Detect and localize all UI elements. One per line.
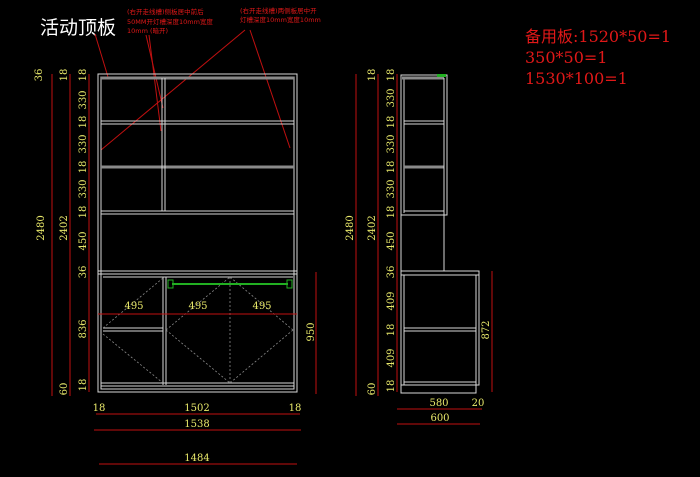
front-dimension-lines <box>51 74 317 465</box>
hanging-rod <box>167 279 293 289</box>
total-width: 1538 <box>184 419 209 430</box>
front-section-dim: 36 <box>78 266 89 279</box>
side-section-dim: 450 <box>386 231 397 250</box>
front-section-dim: 18 <box>78 379 89 392</box>
front-section-dim: 836 <box>78 319 89 338</box>
side-section-dim: 409 <box>386 348 397 367</box>
side-section-dim: 409 <box>386 291 397 310</box>
side-section-dim: 18 <box>386 161 397 174</box>
note-1-line-1: (右开走线槽)侧板居中前后 <box>127 7 204 16</box>
compartment-width: 495 <box>124 301 143 312</box>
front-lower-height: 950 <box>306 322 317 341</box>
front-dim-top: 18 <box>59 69 70 82</box>
top-board-width: 1484 <box>184 453 209 464</box>
side-height-2480: 2480 <box>345 215 356 240</box>
side-height-2402: 2402 <box>367 215 378 240</box>
compartment-width: 495 <box>252 301 271 312</box>
side-panel-width: 18 <box>93 403 106 414</box>
side-depth: 580 <box>429 398 448 409</box>
side-base-dim: 60 <box>367 383 378 396</box>
side-total-depth: 600 <box>430 413 449 424</box>
title-label: 活动顶板 <box>40 17 116 39</box>
side-section-dim: 36 <box>386 266 397 279</box>
side-section-dim: 18 <box>386 69 397 82</box>
inner-width: 1502 <box>184 403 209 414</box>
front-view-cabinet <box>97 73 298 393</box>
side-section-dim: 330 <box>386 88 397 107</box>
side-lower-height: 872 <box>481 320 492 339</box>
front-section-dim: 18 <box>78 69 89 82</box>
front-section-dim: 330 <box>78 134 89 153</box>
front-section-dim: 18 <box>78 116 89 129</box>
side-section-dim: 330 <box>386 134 397 153</box>
side-section-dim: 330 <box>386 179 397 198</box>
side-section-dim: 18 <box>386 206 397 219</box>
front-section-dim: 18 <box>78 161 89 174</box>
side-panel-width: 18 <box>289 403 302 414</box>
front-base-dim: 60 <box>59 383 70 396</box>
spare-board-item: 1530*100=1 <box>525 69 628 88</box>
front-height-2402: 2402 <box>59 215 70 240</box>
spare-board-label: 备用板:1520*50=1 <box>525 27 671 46</box>
title-leader <box>94 33 109 78</box>
front-section-dim: 18 <box>78 206 89 219</box>
front-section-dim: 330 <box>78 90 89 109</box>
note-2-line-2: 灯槽深度10mm宽度10mm <box>240 15 321 24</box>
side-view-cabinet <box>400 74 480 394</box>
compartment-width: 495 <box>188 301 207 312</box>
side-top-dim: 18 <box>367 69 378 82</box>
spare-board-item: 350*50=1 <box>525 48 607 67</box>
note-2-line-1: (右开走线槽)两侧板居中开 <box>240 6 317 15</box>
front-section-dim: 450 <box>78 231 89 250</box>
note-1-line-2: 50MM开灯槽深度10mm宽度 <box>127 17 213 26</box>
note-leaders <box>100 29 291 151</box>
side-dimension-lines <box>355 74 493 425</box>
side-section-dim: 18 <box>386 116 397 129</box>
note-1-line-3: 10mm (暗开) <box>127 26 168 35</box>
side-section-dim: 18 <box>386 380 397 393</box>
front-dim-top: 36 <box>34 69 45 82</box>
front-section-dim: 330 <box>78 179 89 198</box>
side-section-dim: 18 <box>386 324 397 337</box>
door-thickness: 20 <box>472 398 485 409</box>
light-groove-marker <box>437 74 446 77</box>
front-height-2480: 2480 <box>36 215 47 240</box>
